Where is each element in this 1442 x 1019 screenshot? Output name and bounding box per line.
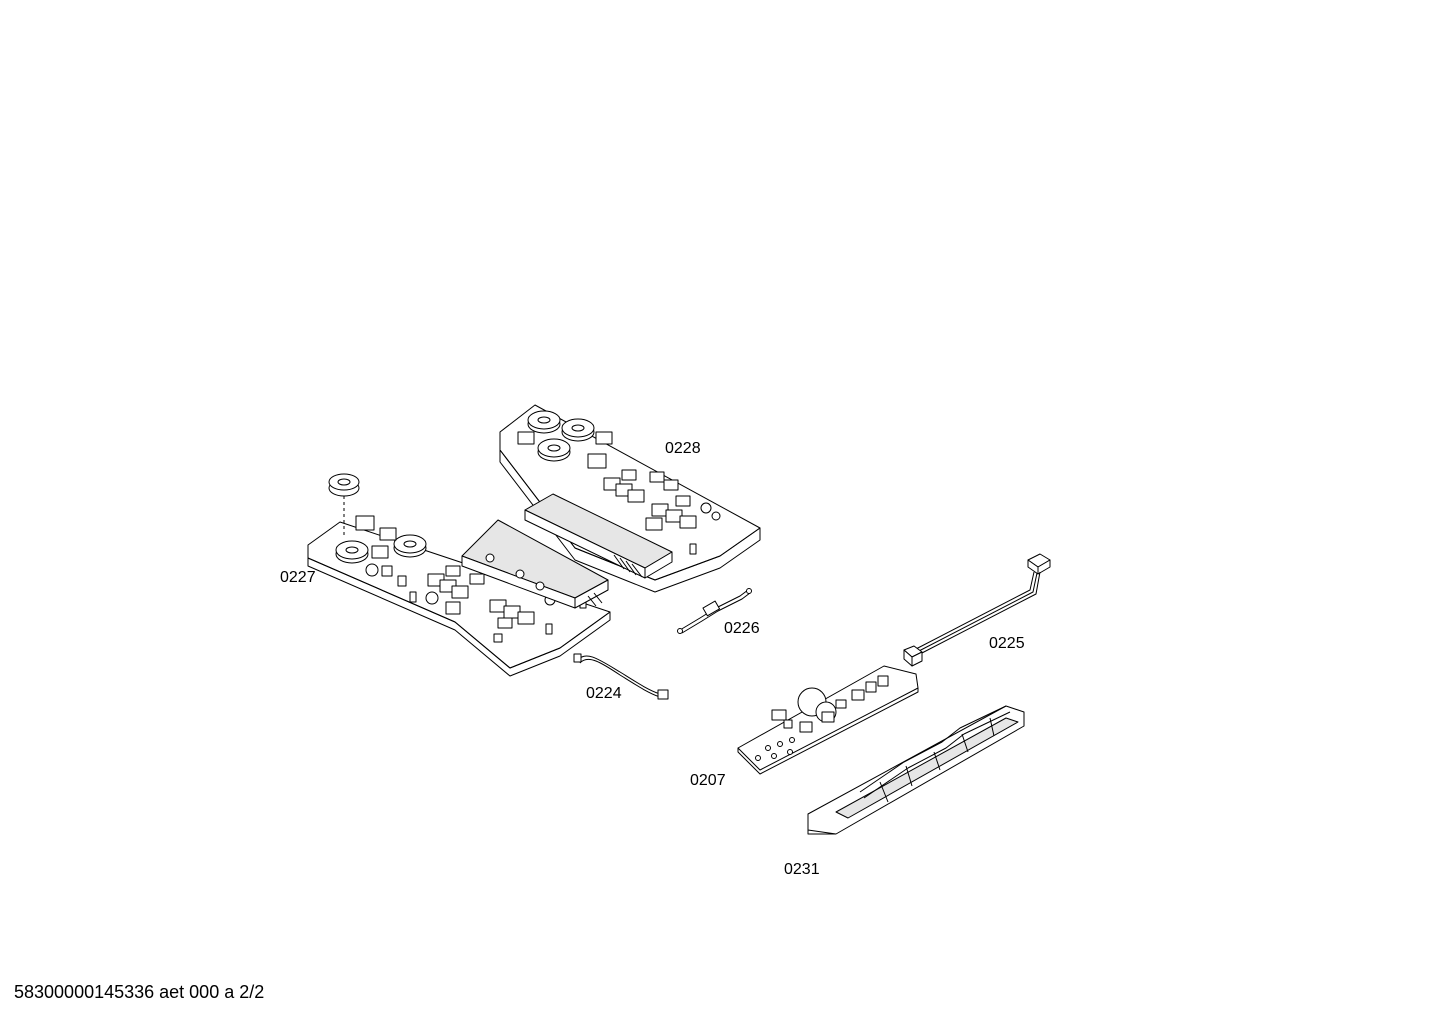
toroid-coil xyxy=(328,473,360,497)
part-0225-harness xyxy=(903,553,1051,667)
toroid-coil xyxy=(527,410,595,462)
capacitor-row xyxy=(409,565,587,643)
part-0231-carrier-tray xyxy=(807,705,1025,835)
heat-sink xyxy=(524,493,673,579)
toroid-coil xyxy=(335,534,427,564)
callout-0225: 0225 xyxy=(989,635,1025,652)
part-0207-control-board xyxy=(737,665,919,775)
callout-0224: 0224 xyxy=(586,685,622,702)
part-0224-cable xyxy=(573,653,669,700)
callout-0207: 0207 xyxy=(690,772,726,789)
callout-0227: 0227 xyxy=(280,569,316,586)
heat-sink xyxy=(461,519,609,609)
callout-0231: 0231 xyxy=(784,861,820,878)
capacitor-row xyxy=(603,469,721,563)
callout-0228: 0228 xyxy=(665,440,701,457)
callout-0226: 0226 xyxy=(724,620,760,637)
part-0226-cable xyxy=(677,588,752,634)
part-0228-power-board xyxy=(499,404,761,593)
drawing-reference: 58300000145336 aet 000 a 2/2 xyxy=(14,982,265,1002)
part-0227-power-board xyxy=(307,473,611,677)
